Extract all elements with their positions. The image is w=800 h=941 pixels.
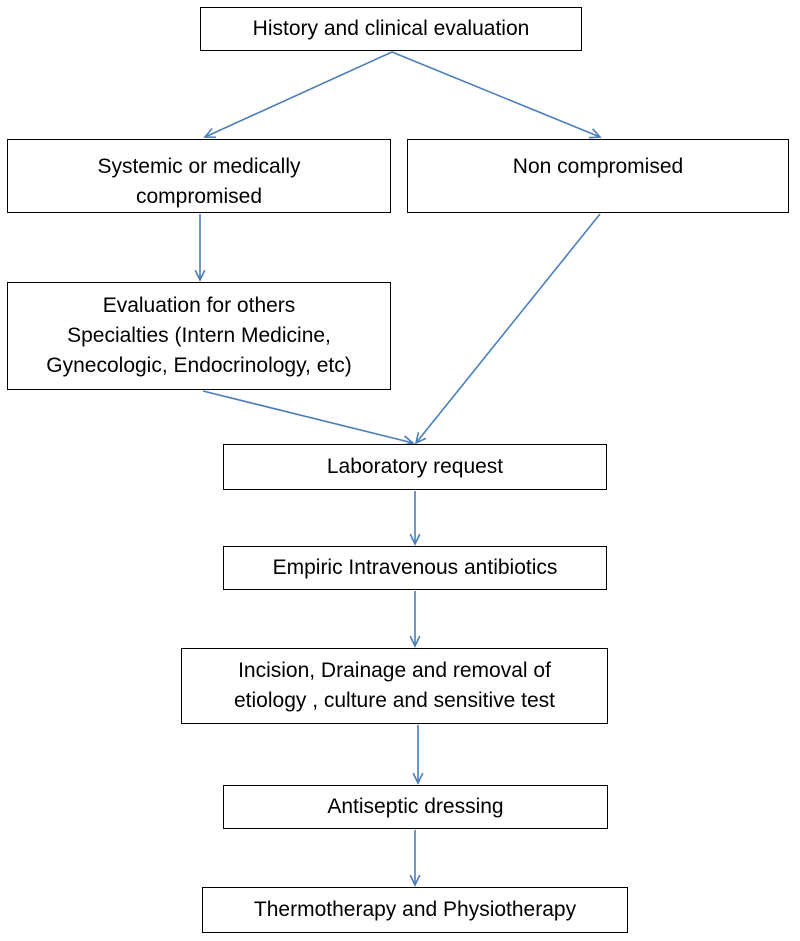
node-systemic: Systemic or medically compromised <box>7 139 391 213</box>
node-incision: Incision, Drainage and removal of etiolo… <box>181 648 608 724</box>
node-thermotherapy: Thermotherapy and Physiotherapy <box>202 887 628 933</box>
node-laboratory: Laboratory request <box>223 444 607 490</box>
arrow-history-to-non-compromised <box>391 51 601 138</box>
node-incision-line2: etiology , culture and sensitive test <box>233 689 555 712</box>
node-history-label: History and clinical evaluation <box>252 17 530 40</box>
node-systemic-line1: Systemic or medically <box>97 155 301 178</box>
node-evaluation: Evaluation for others Specialties (Inter… <box>7 282 391 390</box>
arrow-evaluation-to-laboratory <box>202 390 414 444</box>
arrow-history-to-systemic-arrowhead <box>203 128 217 139</box>
node-incision-line1: Incision, Drainage and removal of <box>238 659 551 682</box>
arrow-history-to-non-compromised-arrowhead <box>588 128 602 139</box>
node-evaluation-text: Evaluation for others Specialties (Inter… <box>46 291 351 381</box>
arrow-empiric-to-incision-arrowhead <box>409 635 421 648</box>
arrow-non-compromised-to-laboratory <box>415 213 601 444</box>
node-evaluation-line2: Specialties (Intern Medicine, <box>67 324 331 347</box>
node-evaluation-line1: Evaluation for others <box>102 294 296 317</box>
node-empiric: Empiric Intravenous antibiotics <box>223 546 607 590</box>
node-systemic-text: Systemic or medically compromised <box>97 152 300 212</box>
node-antiseptic-label: Antiseptic dressing <box>327 795 504 818</box>
node-incision-text: Incision, Drainage and removal of etiolo… <box>234 656 555 716</box>
node-non-compromised-label: Non compromised <box>512 155 684 178</box>
node-antiseptic: Antiseptic dressing <box>223 785 608 829</box>
node-laboratory-label: Laboratory request <box>326 455 504 478</box>
arrow-non-compromised-to-laboratory-arrowhead <box>414 432 427 445</box>
arrow-antiseptic-to-thermotherapy-arrowhead <box>409 874 421 887</box>
arrow-laboratory-to-empiric-arrowhead <box>409 533 421 546</box>
node-history: History and clinical evaluation <box>200 7 582 51</box>
node-non-compromised: Non compromised <box>407 139 789 213</box>
arrow-incision-to-antiseptic-arrowhead <box>412 772 424 785</box>
node-evaluation-line3: Gynecologic, Endocrinology, etc) <box>46 354 352 377</box>
node-thermotherapy-label: Thermotherapy and Physiotherapy <box>253 898 577 921</box>
node-empiric-label: Empiric Intravenous antibiotics <box>272 556 558 579</box>
arrow-history-to-systemic <box>204 51 393 138</box>
arrow-systemic-to-evaluation-arrowhead <box>194 269 206 282</box>
node-systemic-line2: compromised <box>135 185 263 208</box>
